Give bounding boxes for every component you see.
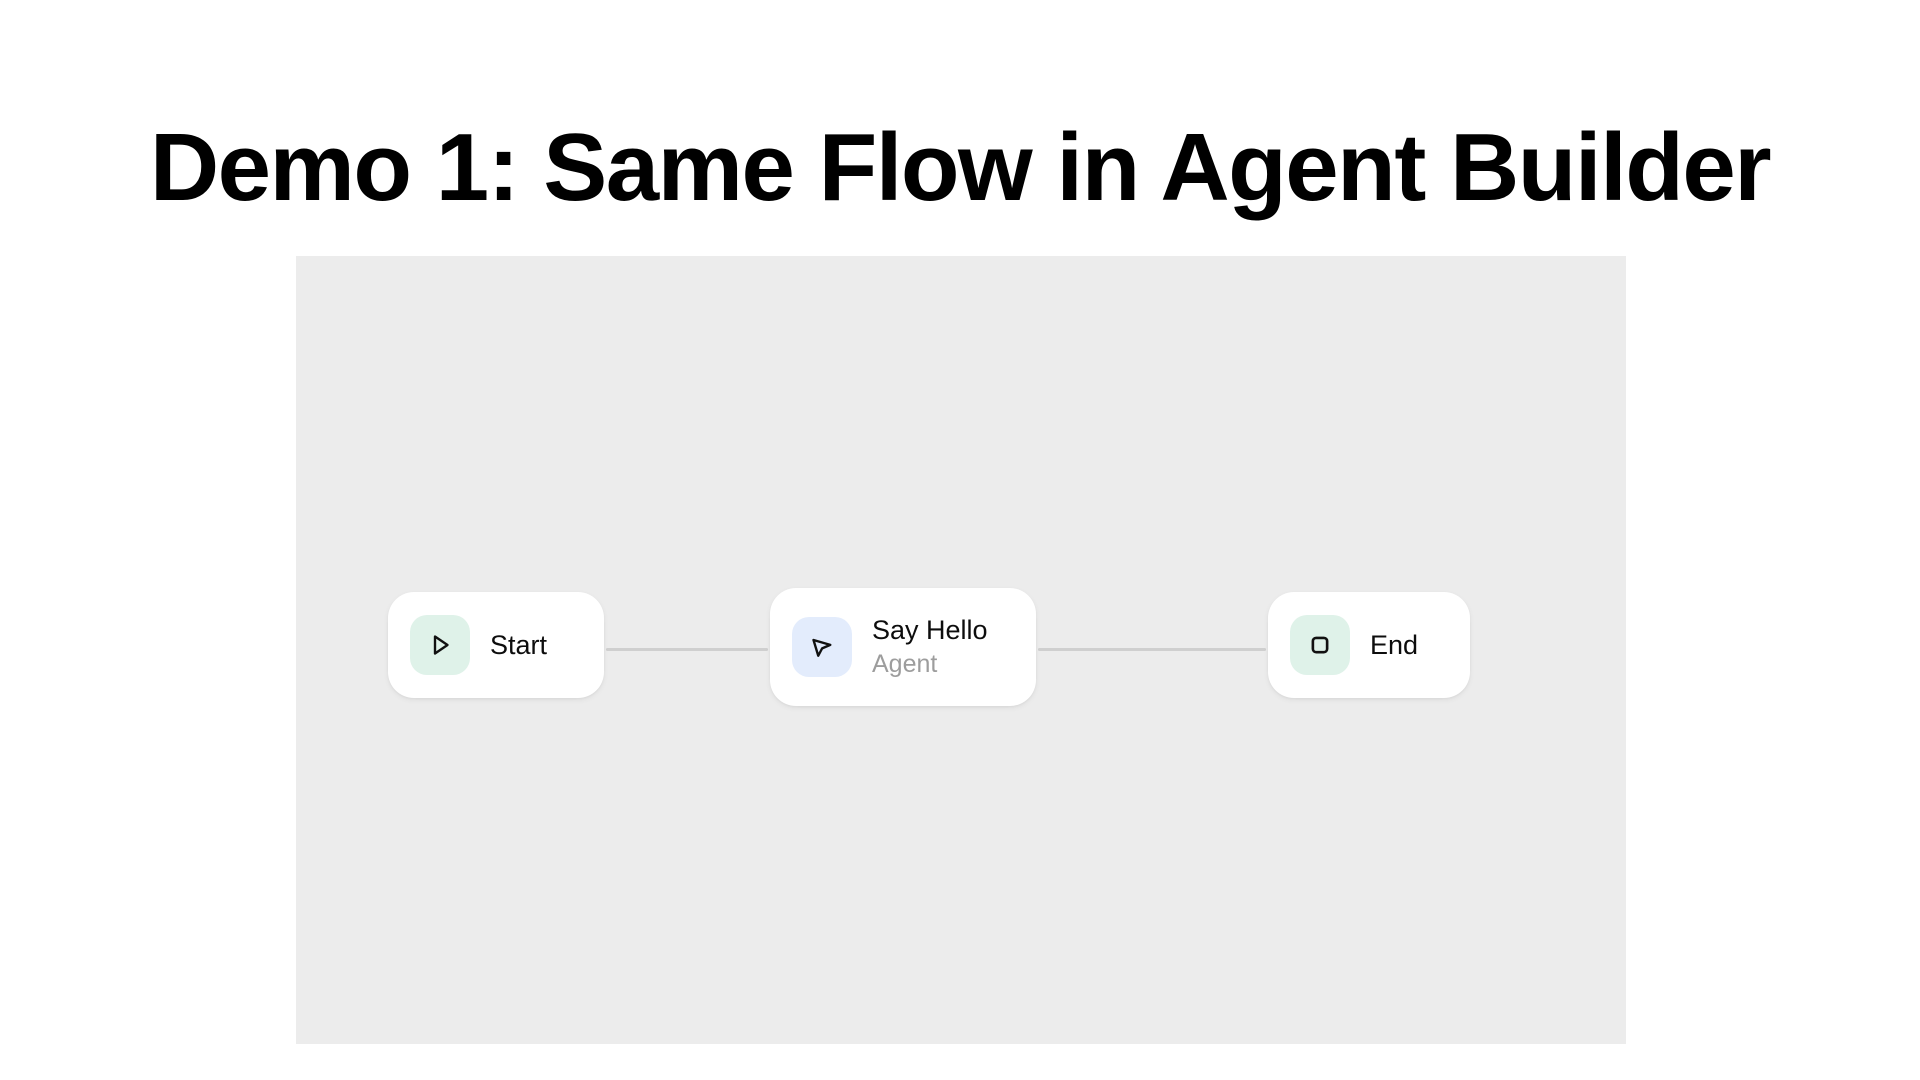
flow-node-start-title: Start <box>490 629 548 660</box>
stop-square-icon <box>1290 615 1350 675</box>
flow-node-start-labels: Start <box>490 629 547 662</box>
page-title: Demo 1: Same Flow in Agent Builder <box>149 114 1772 222</box>
flow-node-say-hello-title: Say Hello <box>872 614 988 645</box>
flow-node-end-title: End <box>1370 629 1419 660</box>
cursor-arrow-icon <box>792 617 852 677</box>
agent-builder-canvas[interactable]: Start Say Hello Agent End <box>296 256 1626 1044</box>
flow-node-say-hello-subtitle: Agent <box>872 649 938 678</box>
flow-node-end[interactable]: End <box>1268 592 1470 698</box>
edge-say-hello-to-end[interactable] <box>1038 648 1266 651</box>
flow-node-say-hello[interactable]: Say Hello Agent <box>770 588 1036 706</box>
play-triangle-icon <box>410 615 470 675</box>
flow-graph: Start Say Hello Agent End <box>296 256 1626 1044</box>
flow-node-end-labels: End <box>1370 629 1418 662</box>
flow-node-start[interactable]: Start <box>388 592 604 698</box>
edge-start-to-say-hello[interactable] <box>606 648 768 651</box>
flow-node-say-hello-labels: Say Hello Agent <box>872 614 988 680</box>
